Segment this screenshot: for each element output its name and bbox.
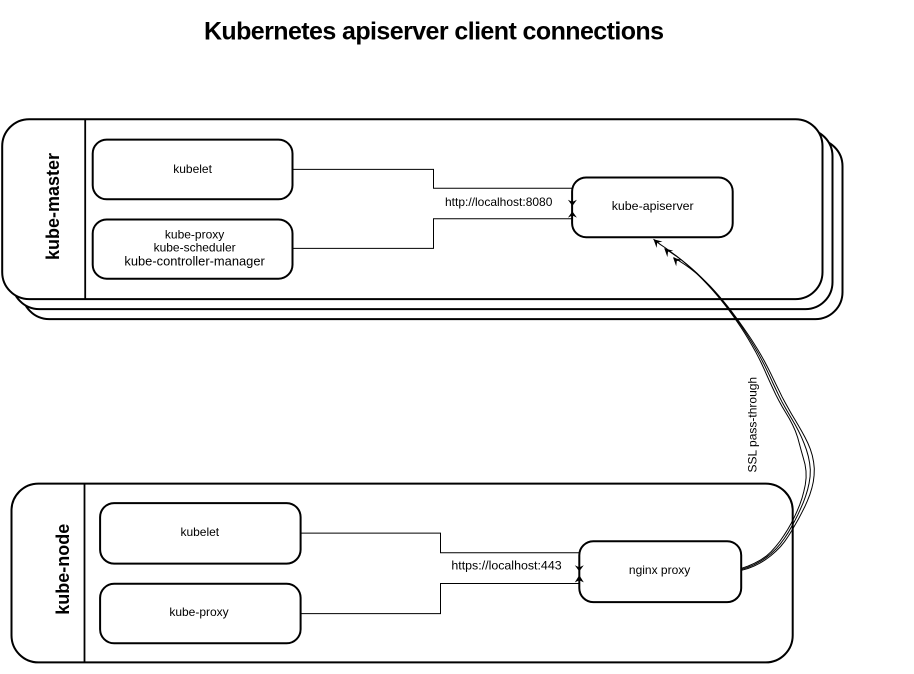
svg-text:kube-controller-manager: kube-controller-manager [124, 253, 265, 268]
svg-text:kube-apiserver: kube-apiserver [612, 199, 694, 213]
svg-text:http://localhost:8080: http://localhost:8080 [445, 195, 553, 209]
svg-text:kube-master: kube-master [43, 153, 63, 260]
svg-text:kube-proxy: kube-proxy [169, 605, 228, 619]
svg-text:Kubernetes apiserver client co: Kubernetes apiserver client connections [204, 18, 664, 46]
svg-text:SSL pass-through: SSL pass-through [746, 377, 760, 473]
svg-text:https://localhost:443: https://localhost:443 [451, 558, 561, 572]
svg-text:nginx proxy: nginx proxy [629, 563, 690, 577]
svg-text:kubelet: kubelet [173, 162, 212, 176]
svg-text:kube-proxy: kube-proxy [165, 227, 224, 241]
svg-text:kube-scheduler: kube-scheduler [154, 241, 236, 255]
svg-text:kubelet: kubelet [180, 525, 219, 539]
svg-text:kube-node: kube-node [53, 524, 73, 615]
